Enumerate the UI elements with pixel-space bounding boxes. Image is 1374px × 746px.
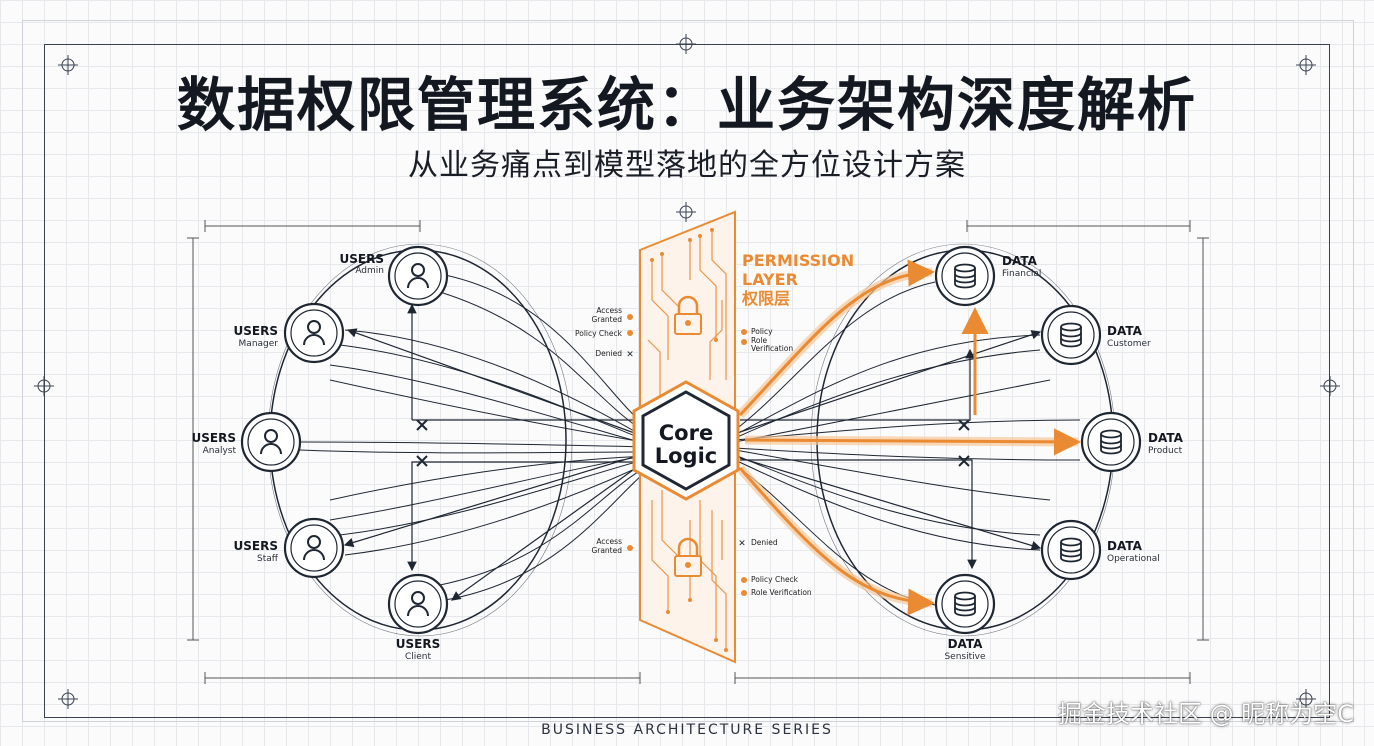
- user-icon: [407, 263, 429, 289]
- deny-marks-right: [958, 419, 970, 467]
- permission-layer-title-2: LAYER: [742, 270, 798, 289]
- check-policy-label: Policy Check: [575, 329, 623, 338]
- user-analyst-label: USERS: [192, 431, 236, 445]
- check-role-bottom: Role Verification: [751, 588, 812, 597]
- user-staff-role: Staff: [257, 554, 279, 564]
- data-customer-label: DATA: [1107, 324, 1143, 338]
- outer-frame: [22, 20, 1354, 722]
- watermark: 掘金技术社区 @ 昵称为空C: [1057, 700, 1354, 728]
- user-client-role: Client: [405, 652, 432, 662]
- status-dot: [741, 590, 747, 596]
- user-manager-label: USERS: [234, 324, 278, 338]
- deny-marks-left: [416, 419, 428, 467]
- permission-layer-title-3: 权限层: [741, 289, 790, 308]
- user-icon: [303, 320, 325, 346]
- user-node-analyst[interactable]: [240, 411, 302, 473]
- database-icon: [954, 263, 976, 289]
- data-sensitive-label: DATA: [948, 637, 984, 651]
- user-admin-label: USERS: [340, 252, 384, 266]
- check-verification-right: Verification: [751, 344, 793, 353]
- check-policy-bottom: Policy Check: [751, 575, 799, 584]
- check-granted-bottom: Granted: [591, 546, 622, 555]
- page-subtitle: 从业务痛点到模型落地的全方位设计方案: [408, 148, 966, 183]
- check-access-bottom: Access: [596, 537, 622, 546]
- status-dot: [627, 330, 633, 336]
- check-denied-label: Denied: [595, 349, 622, 358]
- granted-flows: [736, 259, 1081, 616]
- database-icon: [1100, 429, 1122, 455]
- data-customer-type: Customer: [1107, 339, 1151, 349]
- check-granted-label: Granted: [591, 315, 622, 324]
- data-node-operational[interactable]: [1040, 519, 1102, 581]
- status-dot: [627, 545, 633, 551]
- data-sensitive-type: Sensitive: [944, 652, 985, 662]
- status-dot: [741, 577, 747, 583]
- status-dot: [741, 339, 747, 345]
- data-node-customer[interactable]: [1040, 304, 1102, 366]
- data-operational-label: DATA: [1107, 539, 1143, 553]
- database-icon: [1060, 537, 1082, 563]
- user-node-admin[interactable]: [387, 245, 449, 307]
- data-financial-type: Financial: [1002, 269, 1041, 279]
- user-icon: [407, 591, 429, 617]
- user-arrows: [343, 303, 641, 601]
- core-label-1: Core: [659, 421, 713, 445]
- check-role-right: Role: [751, 336, 768, 345]
- data-group: DATA Financial DATA Customer DATA Produc…: [934, 245, 1184, 662]
- core-label-2: Logic: [655, 444, 718, 468]
- data-node-financial[interactable]: [934, 245, 996, 307]
- core-logic-node: Core Logic: [632, 380, 740, 501]
- data-arrows: [739, 330, 1042, 570]
- user-analyst-role: Analyst: [203, 446, 237, 456]
- check-policy-right: Policy: [751, 327, 773, 336]
- user-node-client[interactable]: [387, 573, 449, 635]
- deny-icon: ✕: [626, 350, 634, 360]
- user-node-manager[interactable]: [283, 302, 345, 364]
- user-admin-role: Admin: [355, 266, 384, 276]
- database-icon: [954, 591, 976, 617]
- permission-layer-title-1: PERMISSION: [742, 251, 854, 270]
- user-icon: [303, 535, 325, 561]
- check-denied-right: Denied: [751, 538, 778, 547]
- check-access-label: Access: [596, 306, 622, 315]
- user-node-staff[interactable]: [283, 517, 345, 579]
- users-group: USERS Admin USERS Manager USERS Analyst …: [192, 245, 449, 662]
- data-connections: [734, 281, 1081, 606]
- deny-icon: ✕: [738, 539, 746, 549]
- page-title: 数据权限管理系统：业务架构深度解析: [176, 71, 1197, 139]
- data-node-product[interactable]: [1080, 411, 1142, 473]
- user-connections: [299, 274, 651, 601]
- series-footer: BUSINESS ARCHITECTURE SERIES: [541, 722, 833, 738]
- user-icon: [260, 429, 282, 455]
- database-icon: [1060, 322, 1082, 348]
- lock-icon: [674, 295, 702, 335]
- user-staff-label: USERS: [234, 539, 278, 553]
- dimension-lines: [187, 220, 1209, 684]
- user-client-label: USERS: [396, 637, 440, 651]
- status-dot: [741, 329, 747, 335]
- lock-icon: [674, 537, 702, 577]
- user-manager-role: Manager: [239, 339, 279, 349]
- data-operational-type: Operational: [1107, 554, 1160, 564]
- data-product-type: Product: [1148, 446, 1183, 456]
- data-product-label: DATA: [1148, 431, 1184, 445]
- data-node-sensitive[interactable]: [934, 573, 996, 635]
- data-financial-label: DATA: [1002, 254, 1038, 268]
- status-dot: [627, 314, 633, 320]
